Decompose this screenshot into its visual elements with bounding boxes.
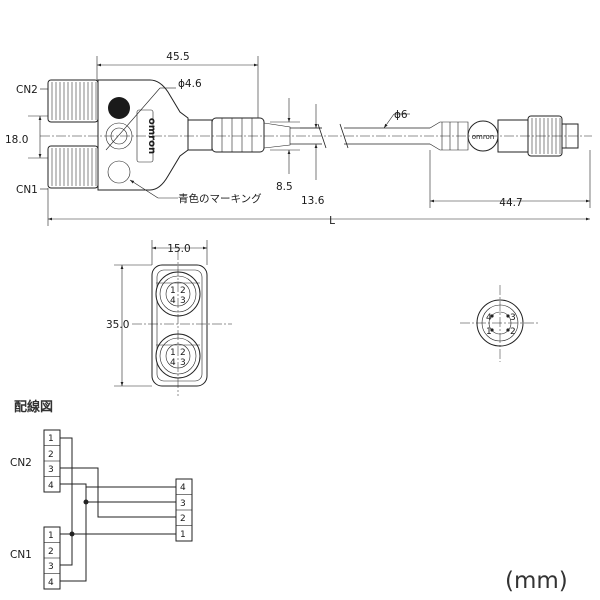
- svg-text:3: 3: [48, 465, 54, 475]
- wiring-diagram: 配線図 1 2 3 4 CN2 1 2 3 4 CN1 4 3 2 1: [10, 399, 193, 590]
- dim-13-6: 13.6: [300, 104, 325, 207]
- svg-text:15.0: 15.0: [167, 243, 190, 255]
- svg-text:2: 2: [48, 450, 54, 460]
- svg-text:18.0: 18.0: [5, 134, 28, 146]
- svg-text:1: 1: [180, 530, 186, 540]
- svg-text:44.7: 44.7: [499, 197, 522, 209]
- svg-text:2: 2: [180, 348, 186, 358]
- svg-text:ϕ4.6: ϕ4.6: [178, 78, 202, 90]
- svg-text:4: 4: [180, 483, 186, 493]
- svg-text:3: 3: [510, 313, 516, 323]
- svg-text:4: 4: [486, 313, 492, 323]
- dim-35-0: 35.0: [106, 264, 152, 387]
- dim-length: L: [47, 188, 590, 227]
- blue-marking-circle: [107, 160, 131, 184]
- svg-text:45.5: 45.5: [166, 51, 189, 63]
- svg-text:L: L: [329, 215, 335, 227]
- wiring-title: 配線図: [14, 399, 53, 415]
- neck: [187, 119, 213, 151]
- svg-text:13.6: 13.6: [301, 195, 325, 207]
- svg-text:1: 1: [170, 286, 176, 296]
- cn2-nut: [47, 79, 99, 123]
- cn1-label-side: CN1: [16, 184, 38, 196]
- mount-hole-top: [108, 97, 130, 119]
- svg-text:4: 4: [48, 578, 54, 588]
- svg-text:4: 4: [170, 358, 176, 368]
- svg-text:1: 1: [48, 434, 54, 444]
- dim-15-0: 15.0: [151, 240, 208, 265]
- svg-text:3: 3: [180, 358, 186, 368]
- brand-label: omron: [146, 118, 157, 154]
- dim-45-5: 45.5: [96, 51, 259, 118]
- cn1-label-wiring: CN1: [10, 549, 32, 561]
- svg-text:omron: omron: [472, 133, 495, 141]
- svg-text:ϕ6: ϕ6: [394, 109, 408, 121]
- dim-44-7: 44.7: [429, 150, 591, 209]
- svg-text:4: 4: [48, 481, 54, 491]
- svg-text:2: 2: [180, 514, 186, 524]
- dim-dia-4-6: ϕ4.6: [105, 78, 202, 151]
- svg-text:1: 1: [486, 327, 492, 337]
- svg-text:1: 1: [48, 531, 54, 541]
- cn2-label-wiring: CN2: [10, 457, 32, 469]
- svg-text:4: 4: [170, 296, 176, 306]
- dim-18-0: 18.0: [5, 115, 48, 159]
- strain-relief: [211, 117, 291, 153]
- unit-label: (mm): [505, 568, 568, 594]
- dim-8-5: 8.5: [270, 98, 300, 193]
- wires: [60, 437, 176, 582]
- svg-text:3: 3: [180, 499, 186, 509]
- svg-text:8.5: 8.5: [276, 181, 293, 193]
- front-view: 1 2 4 3 1 2 4 3 15.0 35.0: [106, 240, 232, 396]
- y-body-outline: [97, 79, 189, 191]
- svg-text:2: 2: [180, 286, 186, 296]
- svg-text:3: 3: [180, 296, 186, 306]
- side-view: omron: [5, 51, 592, 227]
- cn2-label-side: CN2: [16, 84, 38, 96]
- svg-text:1: 1: [170, 348, 176, 358]
- end-view: 4 3 1 2: [460, 285, 540, 362]
- svg-text:35.0: 35.0: [106, 319, 129, 331]
- marking-label: 青色のマーキング: [178, 192, 262, 205]
- cn1-nut: [47, 145, 99, 189]
- svg-text:2: 2: [510, 327, 516, 337]
- svg-text:2: 2: [48, 547, 54, 557]
- svg-text:3: 3: [48, 562, 54, 572]
- dim-dia-6: ϕ6: [383, 109, 410, 129]
- marking-leader: 青色のマーキング: [129, 179, 262, 205]
